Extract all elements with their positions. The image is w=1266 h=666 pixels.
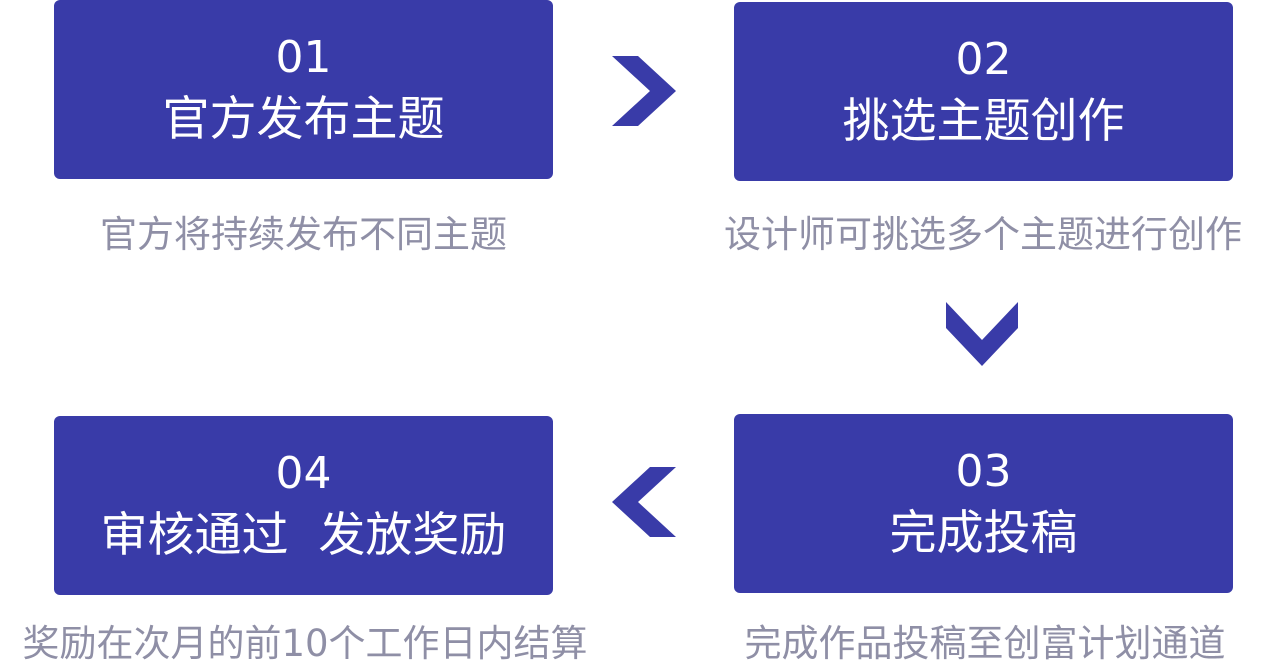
chevron-right-icon [612, 56, 676, 126]
step-title: 官方发布主题 [162, 92, 445, 147]
step-number: 01 [275, 32, 332, 83]
step-number: 04 [275, 448, 332, 499]
step-number: 03 [955, 446, 1012, 497]
step-title: 完成投稿 [889, 506, 1078, 561]
step-description: 官方将持续发布不同主题 [100, 213, 507, 256]
chevron-down-icon [946, 302, 1018, 366]
step-description: 完成作品投稿至创富计划通道 [744, 622, 1226, 665]
step-description: 奖励在次月的前10个工作日内结算 [22, 622, 588, 665]
chevron-left-icon [612, 467, 676, 537]
step-card-04: 04 审核通过 发放奖励 [54, 416, 553, 595]
step-number: 02 [955, 34, 1012, 85]
step-title: 审核通过 发放奖励 [100, 508, 507, 563]
step-card-03: 03 完成投稿 [734, 414, 1233, 593]
step-title: 挑选主题创作 [842, 94, 1125, 149]
step-card-01: 01 官方发布主题 [54, 0, 553, 179]
step-description: 设计师可挑选多个主题进行创作 [724, 213, 1242, 256]
step-card-02: 02 挑选主题创作 [734, 2, 1233, 181]
